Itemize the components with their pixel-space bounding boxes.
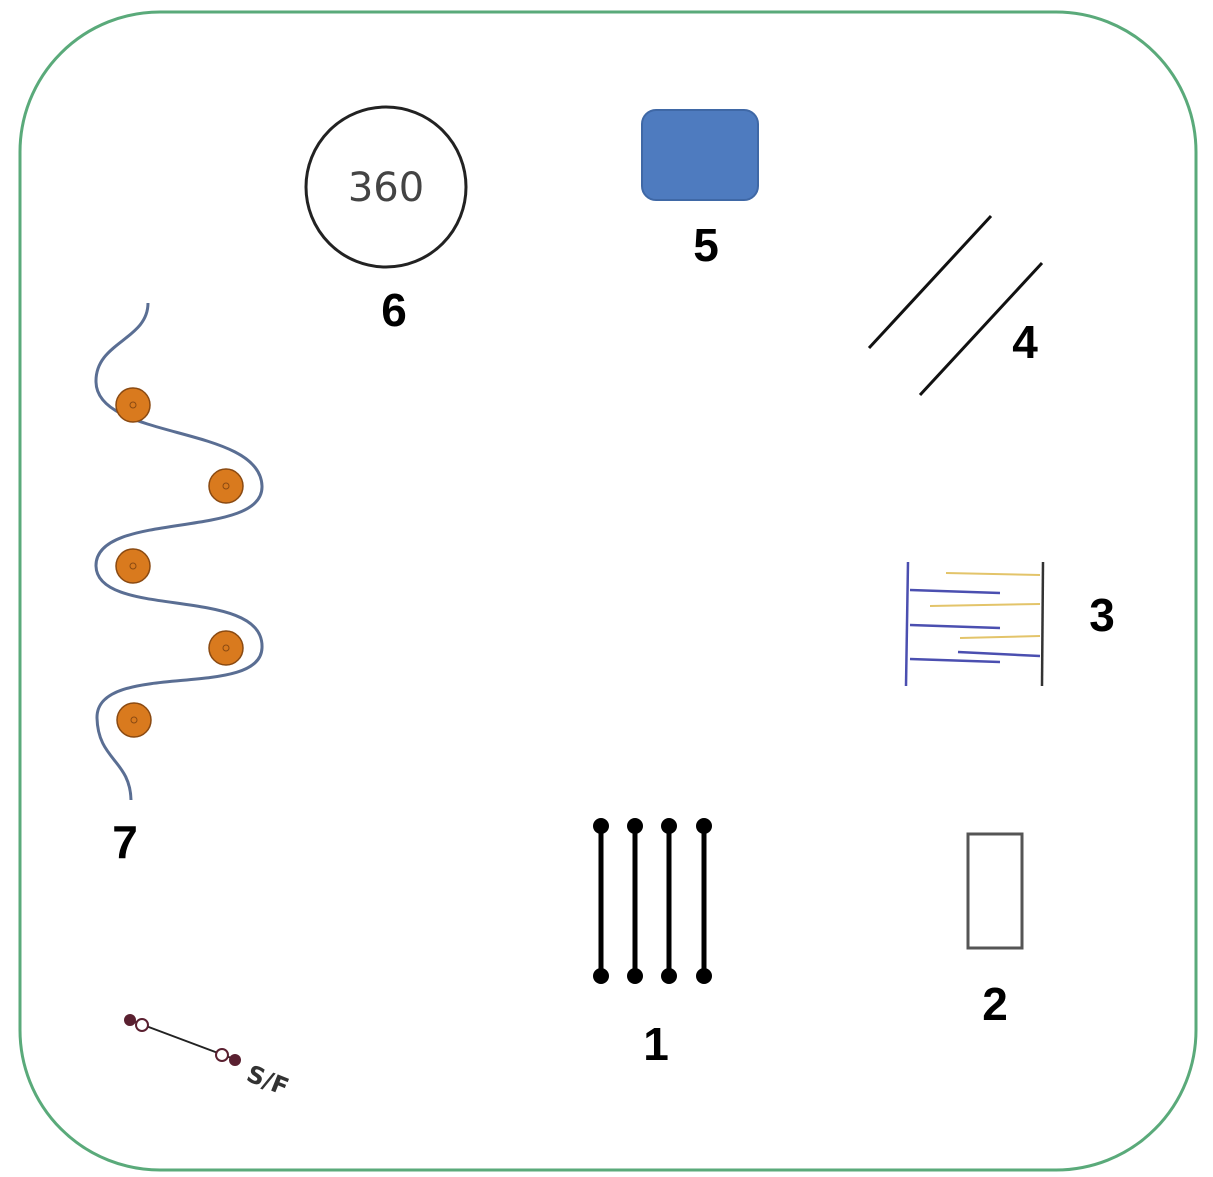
spin-circle-text: 360 — [348, 165, 424, 211]
cone-icon — [208, 630, 244, 666]
cone-weave-icon — [94, 302, 264, 801]
station-3-label: 3 — [1089, 589, 1115, 641]
station-5-label: 5 — [693, 219, 719, 271]
start-finish-gate-icon — [124, 1014, 241, 1066]
station-2: 2 — [966, 832, 1024, 1030]
speed-ladder-icon — [904, 561, 1045, 687]
cone-icon — [208, 468, 244, 504]
station-2-label: 2 — [982, 978, 1008, 1030]
station-5: 5 — [641, 109, 759, 271]
station-6: 360 6 — [304, 105, 468, 336]
station-1-label: 1 — [643, 1018, 669, 1070]
rectangle-marker-icon — [966, 832, 1024, 950]
start-finish-label: S/F — [243, 1060, 293, 1102]
diagonal-lines-icon — [867, 214, 1044, 397]
station-7: 7 — [94, 302, 264, 868]
station-4: 4 — [867, 214, 1044, 397]
blue-block-icon — [641, 109, 759, 201]
cone-markers — [115, 387, 244, 738]
station-7-label: 7 — [112, 816, 138, 868]
cone-icon — [115, 548, 151, 584]
spin-circle-icon — [304, 105, 468, 269]
station-3: 3 — [904, 561, 1115, 687]
ladder-poles-icon — [593, 818, 712, 984]
cone-icon — [115, 387, 151, 423]
start-finish: S/F — [124, 1014, 293, 1101]
station-1: 1 — [593, 818, 712, 1070]
course-border — [18, 10, 1198, 1172]
station-4-label: 4 — [1012, 316, 1038, 368]
station-6-label: 6 — [381, 284, 407, 336]
cone-icon — [116, 702, 152, 738]
